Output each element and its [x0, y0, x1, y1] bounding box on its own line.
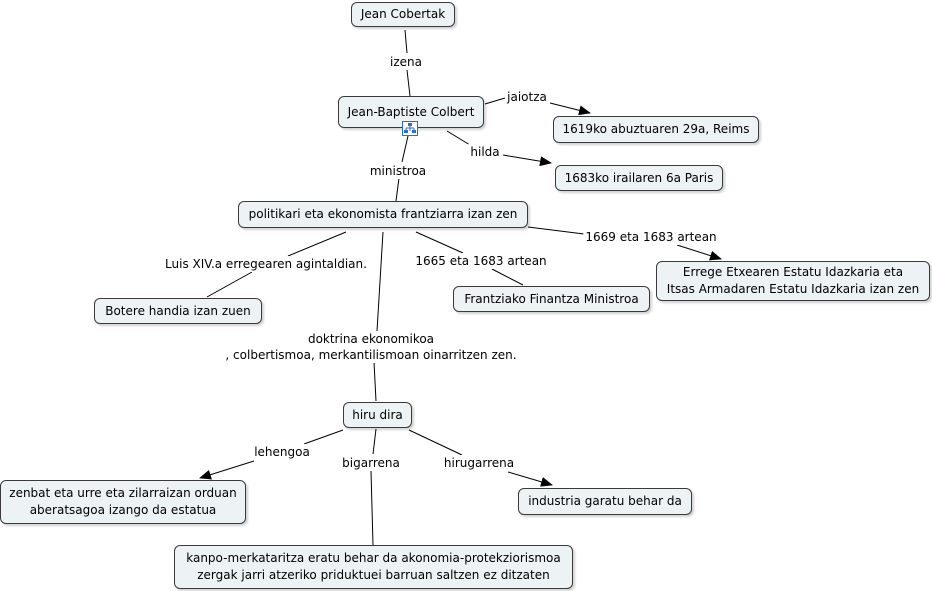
link-label-lehengoa: lehengoa — [252, 444, 312, 460]
node-hiru-dira[interactable]: hiru dira — [343, 402, 412, 428]
line-hilda-death[interactable] — [502, 154, 552, 167]
link-label-luis: Luis XIV.a erregearen agintaldian. — [163, 256, 369, 272]
line-jaiotza-birth[interactable] — [549, 102, 591, 116]
node-zenbat[interactable]: zenbat eta urre eta zilarraizan orduan a… — [0, 480, 246, 524]
node-death[interactable]: 1683ko irailaren 6a Paris — [555, 165, 723, 191]
node-errege[interactable]: Errege Etxearen Estatu Idazkaria eta Its… — [656, 261, 930, 301]
line-cobertak-izena — [404, 29, 408, 54]
line-hiru-hirugarrena — [408, 429, 463, 456]
line-1665-finantza — [491, 268, 524, 286]
line-politikari-1665 — [415, 231, 464, 254]
link-label-izena: izena — [388, 54, 424, 70]
concept-map-icon[interactable] — [402, 121, 418, 136]
node-birth[interactable]: 1619ko abuztuaren 29a, Reims — [553, 116, 759, 143]
link-label-hirugarrena: hirugarrena — [441, 455, 517, 471]
line-colbert-ministroa — [401, 135, 409, 163]
node-kanpo[interactable]: kanpo-merkataritza eratu behar da akonom… — [174, 545, 573, 589]
line-hiru-lehengoa — [303, 429, 344, 445]
line-politikari-doktrina — [376, 231, 384, 332]
line-ministroa-politikari — [395, 177, 400, 202]
node-botere[interactable]: Botere handia izan zuen — [94, 298, 262, 324]
link-label-1669: 1669 eta 1683 artean — [583, 229, 719, 245]
line-izena-colbert — [406, 69, 411, 97]
link-label-doktrina: doktrina ekonomikoa , colbertismoa, merk… — [223, 331, 519, 363]
line-colbert-hilda — [446, 130, 471, 146]
line-lehengoa-zenbat[interactable] — [199, 460, 255, 480]
link-label-ministroa: ministroa — [367, 163, 429, 179]
line-politikari-luis — [287, 231, 347, 257]
line-bigarrena-kanpo — [370, 470, 374, 546]
link-label-jaiotza: jaiotza — [505, 89, 549, 105]
line-hirugarrena-industria[interactable] — [507, 471, 553, 487]
node-jean-cobertak[interactable]: Jean Cobertak — [351, 2, 455, 27]
line-1669-errege[interactable] — [676, 244, 722, 261]
link-label-1665: 1665 eta 1683 artean — [413, 253, 549, 269]
line-doktrina-hiru — [373, 361, 377, 402]
link-label-hilda: hilda — [468, 144, 502, 160]
line-luis-botere — [206, 271, 253, 298]
line-colbert-jaiotza — [484, 97, 506, 105]
link-label-bigarrena: bigarrena — [340, 455, 402, 471]
node-politikari[interactable]: politikari eta ekonomista frantziarra iz… — [238, 201, 528, 228]
node-finantza[interactable]: Frantziako Finantza Ministroa — [453, 286, 650, 312]
line-hiru-bigarrena — [372, 428, 377, 455]
node-industria[interactable]: industria garatu behar da — [518, 488, 692, 515]
line-politikari-1669 — [527, 226, 585, 235]
